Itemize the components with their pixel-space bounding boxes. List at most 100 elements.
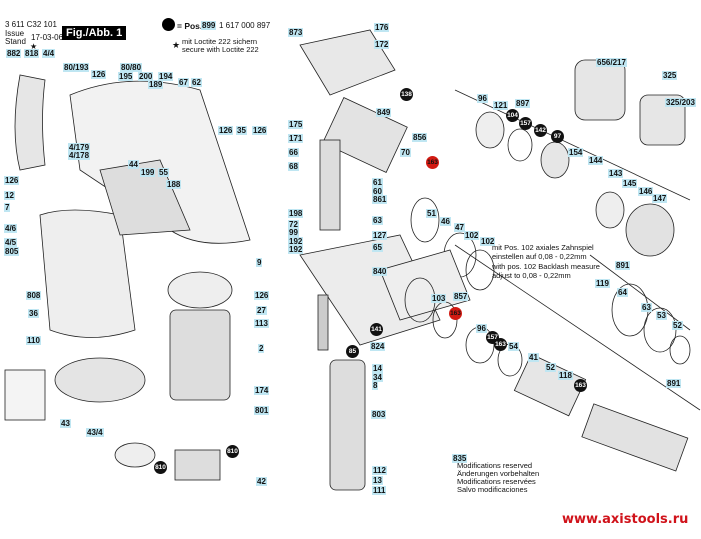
part-callout-60: 60 [372,187,383,196]
part-callout-176: 176 [374,23,390,32]
part-callout-44: 44 [128,160,139,169]
part-callout-194: 194 [158,72,174,81]
part-callout-810: 810 [154,461,167,474]
part-callout-8: 8 [372,381,379,390]
part-callout-52: 52 [545,363,556,372]
brush-holder [114,442,156,468]
figure-label: Fig./Abb. 1 [62,26,127,40]
armature [329,359,366,491]
part-callout-27: 27 [256,306,267,315]
part-callout-47: 47 [454,223,465,232]
part-callout-66: 66 [288,148,299,157]
part-callout-103: 103 [431,294,447,303]
part-callout-52: 52 [672,321,683,330]
part-callout-97: 97 [551,130,564,143]
part-callout-62: 62 [191,78,202,87]
part-callout-163: 163 [449,307,462,320]
part-callout-325: 325 [662,71,678,80]
modifications-es: Salvo modificaciones [457,485,528,494]
part-callout-824: 824 [370,342,386,351]
pos-number: 899 [201,21,217,30]
part-callout-157: 157 [519,117,532,130]
part-callout-111: 111 [372,486,387,495]
part-callout-810: 810 [226,445,239,458]
part-callout-46: 46 [440,217,451,226]
part-callout-53: 53 [656,311,667,320]
part-callout-102: 102 [464,231,480,240]
loctite-en: secure with Loctite 222 [182,45,259,54]
part-callout-110: 110 [26,336,41,345]
part-callout-54: 54 [508,342,519,351]
part-callout-171: 171 [288,134,304,143]
assembly-axis-right [589,254,691,331]
electronics-module [174,449,221,481]
part-callout-80-193: 80/193 [63,63,90,72]
part-callout-4-178: 4/178 [68,151,91,160]
doc-number: 3 611 C32 101 [5,20,57,29]
part-callout-64: 64 [617,288,628,297]
part-callout-70: 70 [400,148,411,157]
switch-plate [4,369,46,421]
part-callout-34: 34 [372,373,383,382]
part-callout-143: 143 [608,169,624,178]
part-callout-126: 126 [218,126,234,135]
housing-handle [14,74,46,171]
part-callout-126: 126 [252,126,268,135]
part-callout-35: 35 [236,126,247,135]
part-callout-840: 840 [372,267,388,276]
modifications-en: Modifications reserved [457,461,533,470]
backlash-note-de-1: mit Pos. 102 axiales Zahnspiel [492,243,594,252]
part-callout-849: 849 [376,108,392,117]
part-callout-808: 808 [26,291,42,300]
top-cover [299,29,396,96]
part-callout-51: 51 [426,209,437,218]
fan-housing [167,271,233,309]
part-callout-112: 112 [372,466,387,475]
part-callout-144: 144 [588,156,604,165]
part-callout-861: 861 [372,195,388,204]
part-callout-67: 67 [178,78,189,87]
part-callout-61: 61 [372,178,383,187]
watermark-url: www.axistools.ru [562,512,689,527]
part-callout-141: 141 [370,323,383,336]
part-callout-55: 55 [158,168,169,177]
part-callout-897: 897 [515,99,531,108]
part-callout-803: 803 [371,410,387,419]
part-callout-325-203: 325/203 [665,98,696,107]
part-callout-857: 857 [453,292,469,301]
part-callout-65: 65 [372,243,383,252]
part-callout-856: 856 [412,133,428,142]
black-dot-marker-icon [162,18,175,31]
part-callout-163: 163 [426,156,439,169]
part-callout-200: 200 [138,72,154,81]
part-callout-126: 126 [4,176,20,185]
part-callout-85: 85 [346,345,359,358]
part-callout-42: 42 [256,477,267,486]
part-callout-4-4: 4/4 [42,49,56,58]
part-callout-192: 192 [288,237,304,246]
part-callout-14: 14 [372,364,383,373]
part-callout-121: 121 [493,101,509,110]
part-callout-146: 146 [638,187,654,196]
part-callout-4-179: 4/179 [68,143,91,152]
part-callout-13: 13 [372,476,383,485]
pos-label: = Pos. [177,21,203,31]
part-callout-118: 118 [558,371,573,380]
backlash-note-de-2: einstellen auf 0,08 - 0,22mm [492,252,587,261]
part-callout-163: 163 [574,379,587,392]
part-callout-63: 63 [641,303,652,312]
part-callout-174: 174 [254,386,270,395]
star-icon: ★ [172,40,181,50]
loctite-de: mit Loctite 222 sichern [182,37,258,46]
part-callout-4-5: 4/5 [4,238,18,247]
assembly-axis-lower [454,244,701,411]
part-callout-154: 154 [568,148,584,157]
part-callout-873: 873 [288,28,304,37]
star-icon: ★ [30,42,38,51]
part-callout-172: 172 [374,40,390,49]
backlash-note-en-1: with pos. 102 Backlash measure [492,262,600,271]
part-callout-138: 138 [400,88,413,101]
part-callout-12: 12 [4,191,15,200]
part-callout-163: 163 [494,338,507,351]
